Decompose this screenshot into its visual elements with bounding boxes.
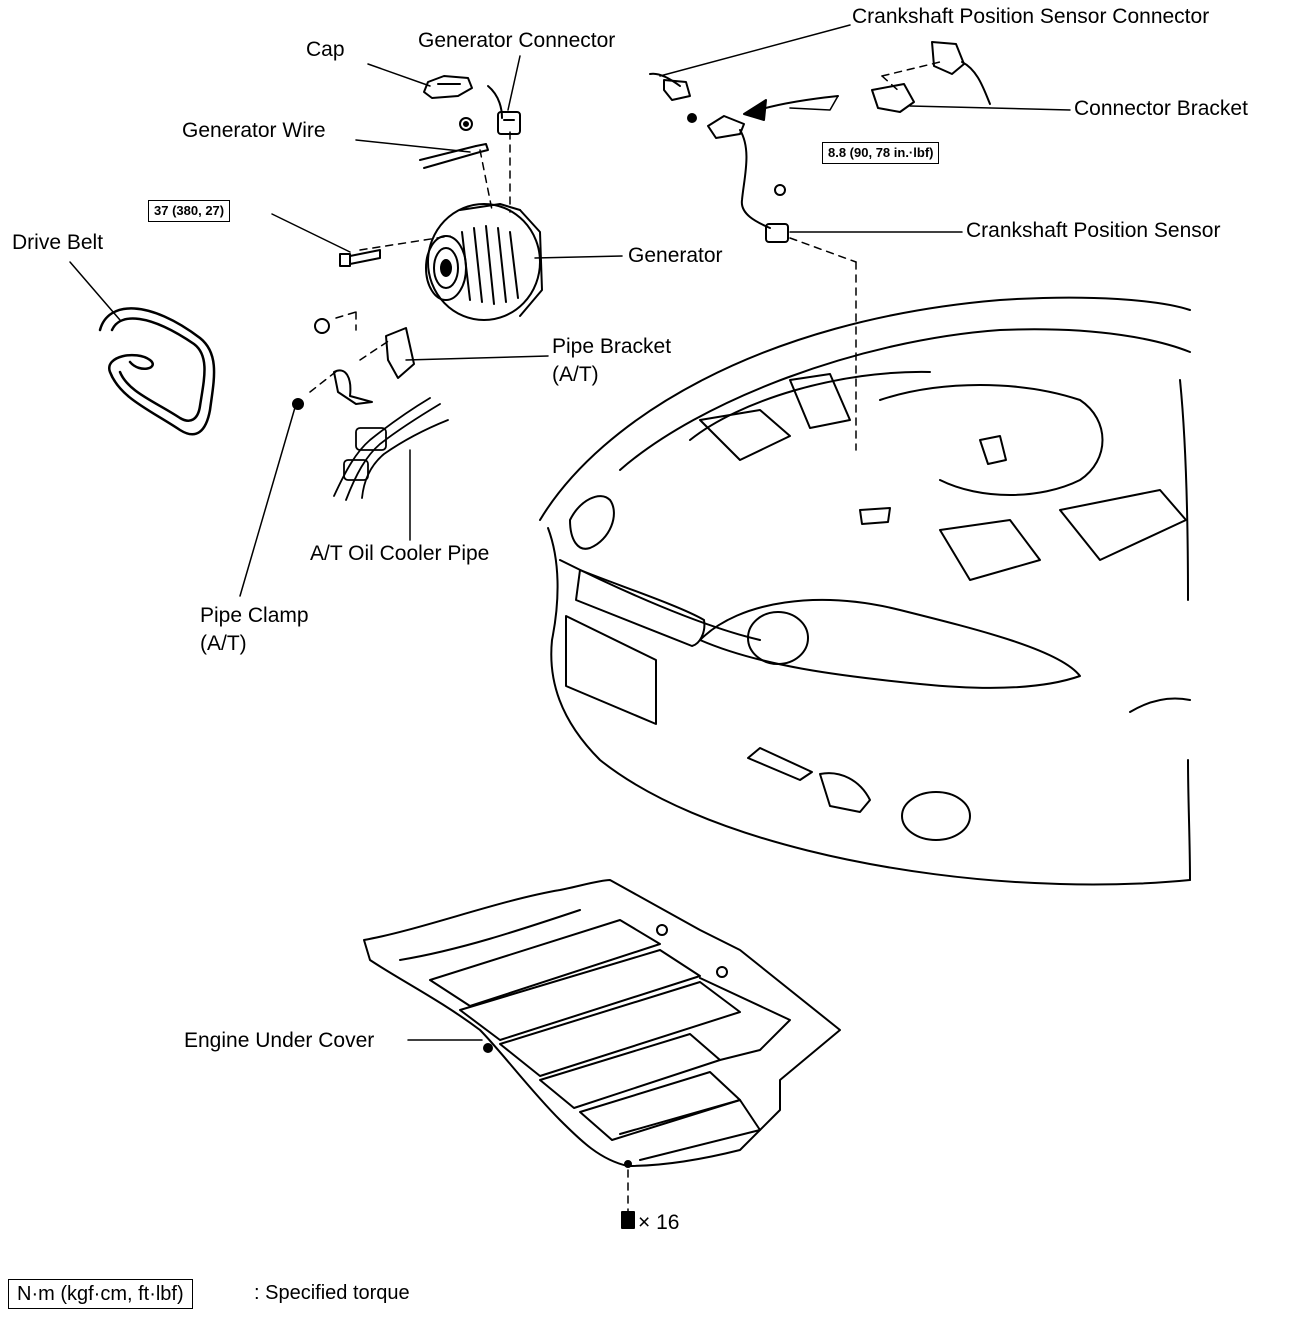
nut-part (459, 117, 473, 131)
connector-bracket-part (871, 41, 991, 113)
bolt-count-label: × 16 (638, 1211, 680, 1234)
sensor-bolt-torque: 8.8 (90, 78 in.·lbf) (822, 142, 940, 164)
pipe-bracket-part (292, 318, 415, 410)
generator-connector-label: Generator Connector (418, 29, 616, 52)
crankshaft-sensor-label: Crankshaft Position Sensor (966, 219, 1221, 242)
connector-bracket-label: Connector Bracket (1074, 97, 1248, 120)
generator-wire-part (419, 143, 489, 169)
vehicle-front (539, 296, 1191, 886)
assembly-dashed-lines (309, 61, 941, 1216)
oil-cooler-pipe-label: A/T Oil Cooler Pipe (310, 542, 490, 565)
pipe-clamp-label: Pipe Clamp (200, 604, 309, 627)
crankshaft-sensor-part (687, 113, 789, 243)
drive-belt-part (98, 307, 216, 436)
crankshaft-sensor-connector-label: Crankshaft Position Sensor Connector (852, 5, 1210, 28)
engine-under-cover-part (363, 879, 841, 1168)
generator-bolt-torque: 37 (380, 27) (148, 200, 231, 222)
generator-label: Generator (628, 244, 723, 267)
under-cover-bolt-part (621, 1211, 635, 1229)
leader-lines (69, 24, 1071, 1041)
cap-label: Cap (306, 38, 345, 61)
pipe-bracket-label: Pipe Bracket (552, 335, 672, 358)
torque-unit-legend: N·m (kgf·cm, ft·lbf) (8, 1279, 193, 1309)
generator-wire-label: Generator Wire (182, 119, 326, 142)
move-arrow (743, 95, 839, 121)
generator-connector-part (487, 85, 521, 135)
pipe-clamp-note: (A/T) (200, 632, 247, 655)
torque-legend-text: : Specified torque (254, 1282, 410, 1304)
crankshaft-sensor-connector-part (649, 72, 691, 101)
cap-part (423, 75, 473, 99)
drive-belt-label: Drive Belt (12, 231, 104, 254)
pipe-bracket-note: (A/T) (552, 363, 599, 386)
engine-under-cover-label: Engine Under Cover (184, 1029, 375, 1052)
oil-cooler-pipe-part (333, 397, 449, 501)
generator-part (425, 203, 543, 321)
generator-bolt-part (339, 249, 381, 267)
